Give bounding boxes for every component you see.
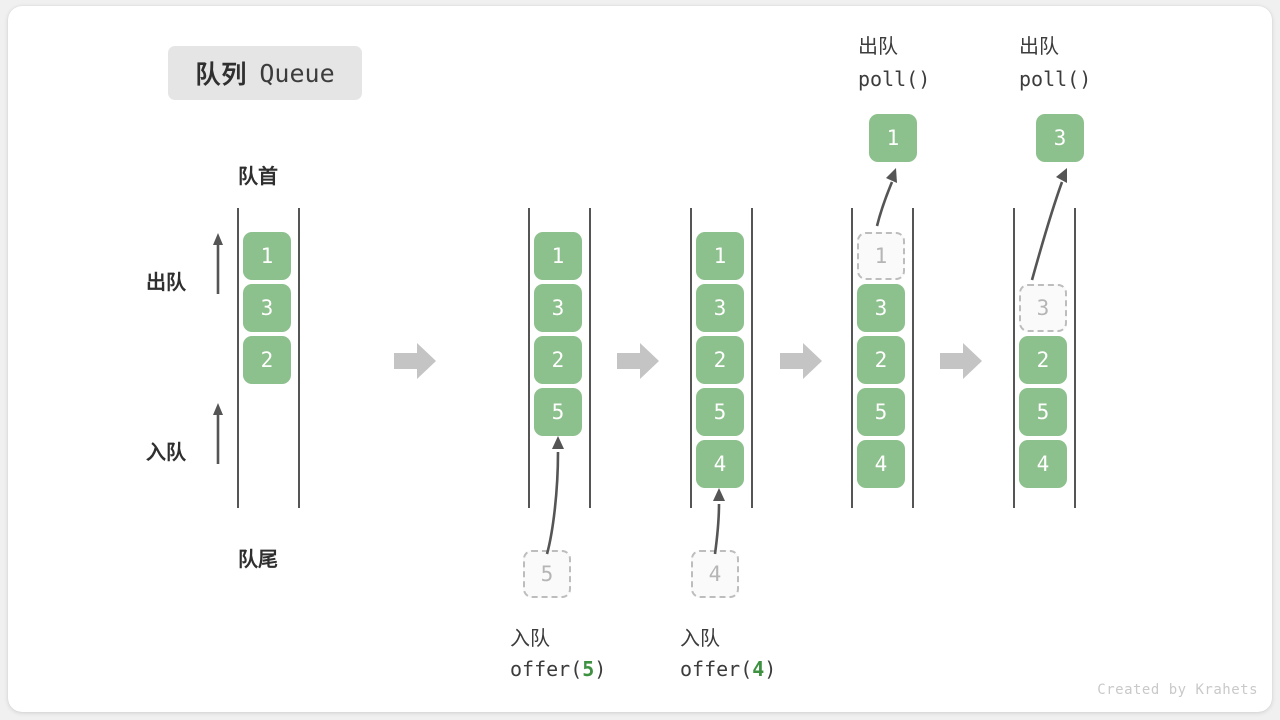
queue-rail-right-2 (589, 208, 591, 508)
queue-cell: 2 (857, 336, 905, 384)
op-label-code: poll() (1019, 67, 1092, 91)
title-en: Queue (259, 58, 335, 88)
queue-rail-right-1 (298, 208, 300, 508)
queue-cell-removed: 3 (1019, 284, 1067, 332)
queue-rail-left-4 (851, 208, 853, 508)
watermark: Created by Krahets (1097, 682, 1258, 698)
queue-cell: 2 (1019, 336, 1067, 384)
queue-cell: 2 (243, 336, 291, 384)
enqueue-curve-arrow-icon (713, 488, 725, 555)
queue-cell: 5 (1019, 388, 1067, 436)
queue-cell-removed: 1 (857, 232, 905, 280)
queue-rail-right-3 (751, 208, 753, 508)
queue-cell: 3 (857, 284, 905, 332)
popped-cell: 3 (1036, 114, 1084, 162)
step-arrow-icon (394, 343, 436, 379)
queue-rail-left-2 (528, 208, 530, 508)
enqueue-side-label: 入队 (146, 442, 186, 464)
queue-cell: 5 (534, 388, 582, 436)
op-label-cn: 入队 (680, 628, 720, 650)
queue-cell: 5 (857, 388, 905, 436)
diagram-card: 队列 Queue 队首 队尾 1 3 2 出队 入队 1 3 2 5 (8, 6, 1272, 712)
queue-cell: 3 (243, 284, 291, 332)
rear-label: 队尾 (238, 549, 278, 571)
queue-cell: 4 (1019, 440, 1067, 488)
queue-cell: 1 (534, 232, 582, 280)
op-label-code: poll() (858, 67, 931, 91)
op-label-cn: 出队 (858, 36, 898, 58)
queue-rail-left-5 (1013, 208, 1015, 508)
title-badge: 队列 Queue (168, 46, 362, 100)
incoming-ghost-cell: 4 (691, 550, 739, 598)
popped-cell: 1 (869, 114, 917, 162)
poll-curve-arrow-icon (875, 168, 897, 227)
queue-cell: 2 (696, 336, 744, 384)
queue-rail-right-5 (1074, 208, 1076, 508)
title-cn: 队列 (195, 61, 248, 89)
dequeue-arrow-icon (213, 233, 223, 294)
diagram-stage: 队列 Queue 队首 队尾 1 3 2 出队 入队 1 3 2 5 (8, 6, 1272, 712)
step-arrow-icon (940, 343, 982, 379)
queue-cell: 2 (534, 336, 582, 384)
enqueue-arrow-icon (213, 403, 223, 464)
op-label-code: offer(5) (510, 657, 607, 681)
enqueue-curve-arrow-icon (545, 436, 564, 555)
op-label-code: offer(4) (680, 657, 777, 681)
incoming-ghost-cell: 5 (523, 550, 571, 598)
queue-cell: 1 (243, 232, 291, 280)
front-label: 队首 (238, 166, 278, 188)
queue-cell: 4 (857, 440, 905, 488)
queue-cell: 3 (534, 284, 582, 332)
op-label-cn: 入队 (510, 628, 550, 650)
dequeue-side-label: 出队 (146, 272, 186, 294)
queue-rail-right-4 (912, 208, 914, 508)
step-arrow-icon (780, 343, 822, 379)
queue-cell: 4 (696, 440, 744, 488)
op-label-cn: 出队 (1019, 36, 1059, 58)
step-arrow-icon (617, 343, 659, 379)
queue-rail-left-1 (237, 208, 239, 508)
queue-cell: 1 (696, 232, 744, 280)
poll-curve-arrow-icon (1030, 168, 1067, 281)
queue-cell: 3 (696, 284, 744, 332)
queue-rail-left-3 (690, 208, 692, 508)
queue-cell: 5 (696, 388, 744, 436)
